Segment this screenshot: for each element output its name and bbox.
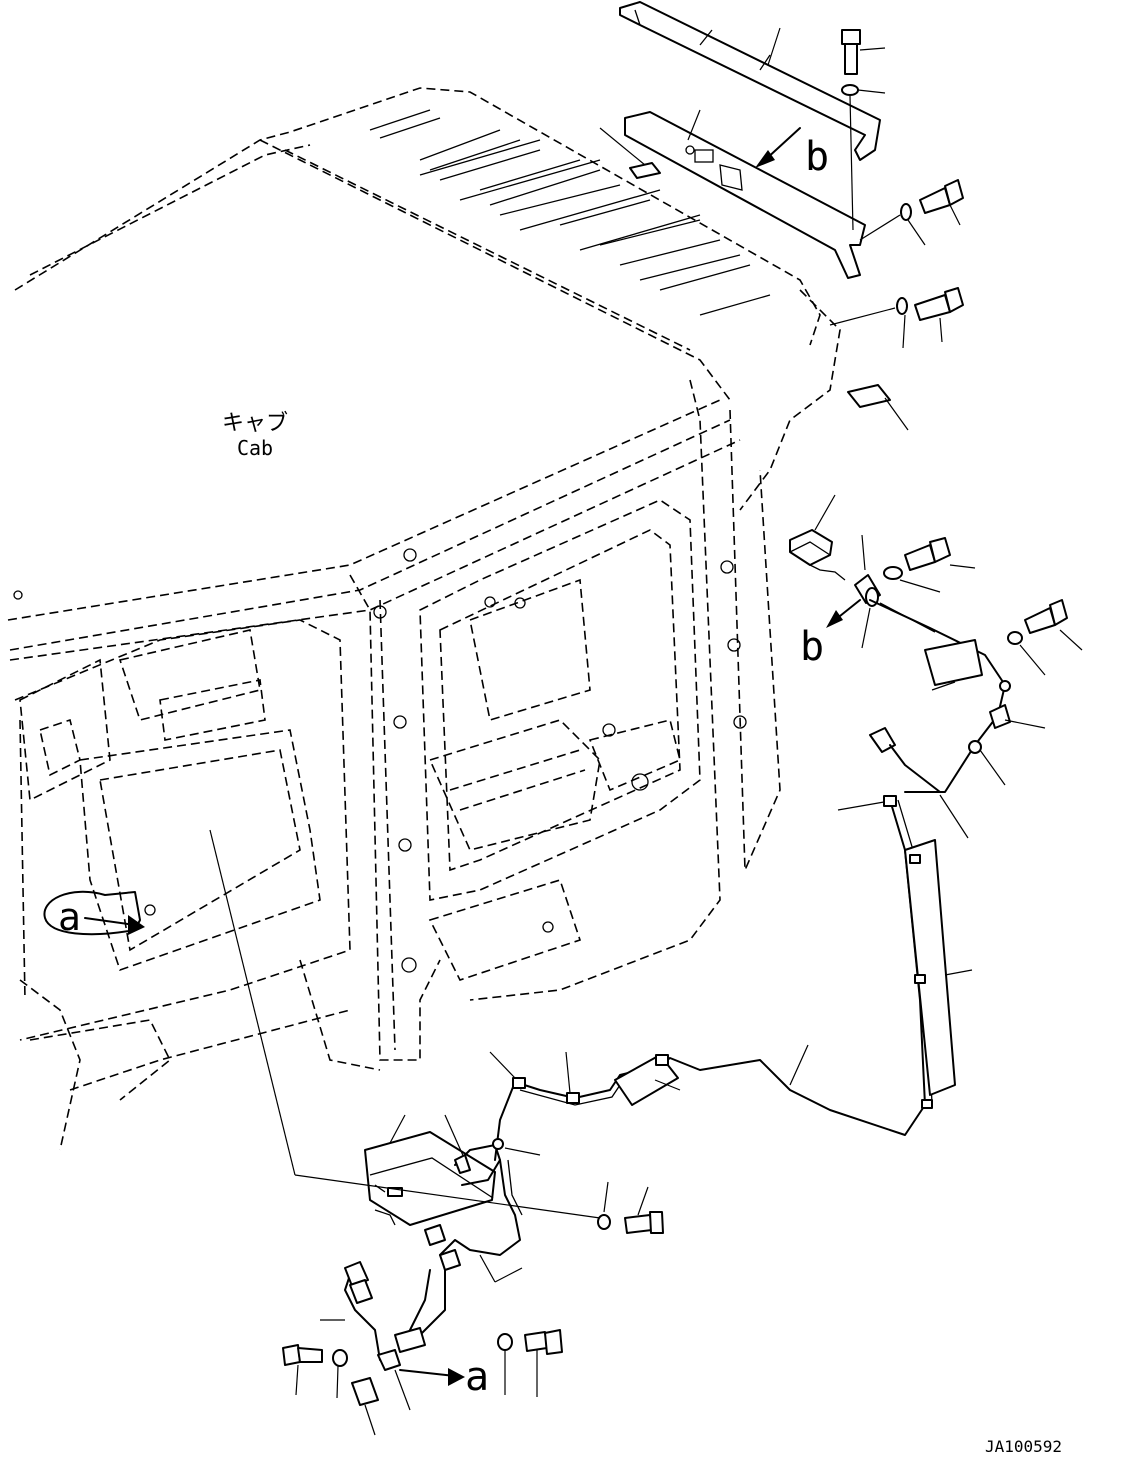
gps-antenna — [789, 494, 846, 581]
pad-upper — [599, 127, 661, 179]
cab-label-english: Cab — [237, 436, 273, 460]
bolt-right-1 — [859, 179, 964, 246]
pad-right — [847, 384, 909, 431]
connector-upper — [869, 727, 969, 839]
svg-text:b: b — [805, 134, 829, 180]
view-arrow-b-mid: b — [800, 599, 861, 670]
controller-unit — [364, 1114, 496, 1226]
view-callout-a-left: a — [43, 890, 145, 939]
antenna-cover-upper — [619, 1, 881, 161]
main-cable-left — [489, 1051, 681, 1161]
svg-text:a: a — [58, 895, 81, 939]
bolt-right-2 — [829, 287, 964, 349]
cab-frame: キャブ Cab — [7, 87, 841, 1151]
bolt-mid-2 — [1007, 599, 1083, 676]
mount-leader — [209, 829, 601, 1219]
controller-harness — [424, 1114, 541, 1283]
cab-label-japanese: キャブ — [222, 411, 288, 436]
drawing-number: JA100592 — [985, 1437, 1062, 1456]
bolt-lower-left — [282, 1344, 348, 1399]
svg-text:a: a — [465, 1354, 489, 1400]
view-arrow-b-top: b — [755, 127, 829, 180]
bolt-mid-1 — [883, 537, 976, 593]
svg-text:b: b — [800, 624, 824, 670]
bolt-top — [841, 29, 886, 231]
bolt-lower-right — [597, 1181, 664, 1234]
roof-vents — [369, 109, 771, 316]
antenna-cable — [869, 599, 1046, 793]
antenna-mount — [854, 534, 881, 649]
bolt-lower-center — [497, 1329, 563, 1397]
lower-harness — [320, 1261, 446, 1436]
main-cable-right — [659, 795, 973, 1136]
antenna-bracket — [624, 109, 866, 279]
view-arrow-a-bottom: a — [399, 1354, 489, 1400]
